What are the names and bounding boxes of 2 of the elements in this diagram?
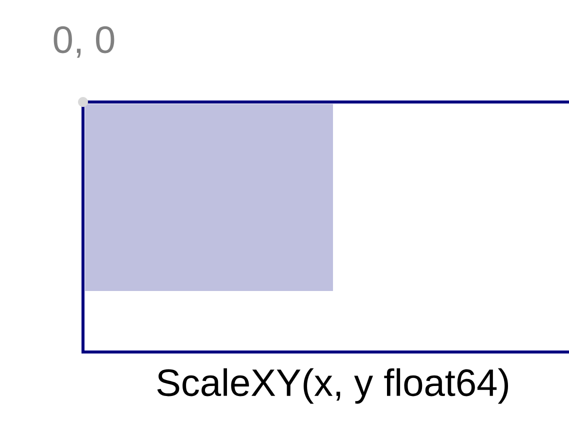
origin-label: 0, 0 [54, 26, 114, 58]
function-label: ScaleXY(x, y float64) [157, 368, 508, 404]
